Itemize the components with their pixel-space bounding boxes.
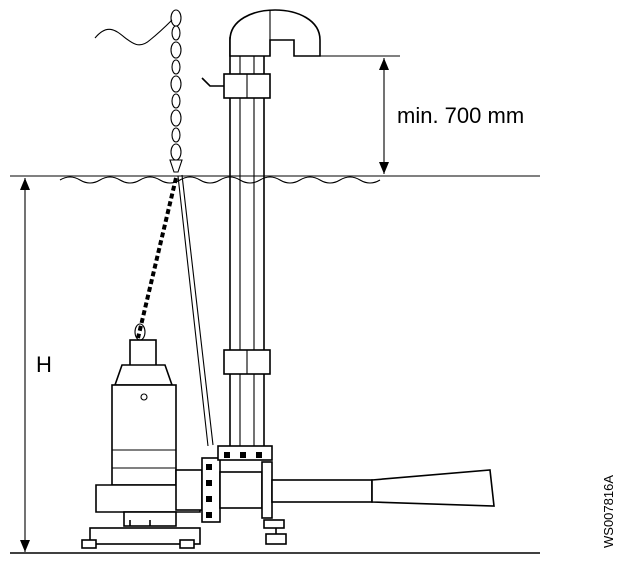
pipe-gooseneck bbox=[229, 9, 321, 57]
pipe-flange-assembly bbox=[201, 445, 287, 545]
mixer-nozzle bbox=[271, 469, 495, 507]
discharge-pipe bbox=[229, 37, 265, 449]
depth-dimension-arrow-icon bbox=[20, 178, 30, 552]
drawing-code: WS007816A bbox=[601, 475, 616, 548]
depth-label: H bbox=[36, 352, 52, 377]
upper-pipe-bracket bbox=[201, 73, 271, 99]
clearance-dimension-arrow-icon bbox=[379, 58, 389, 174]
lower-pipe-bracket bbox=[223, 349, 271, 375]
lifting-cable bbox=[94, 19, 173, 46]
submersible-pump bbox=[81, 339, 203, 549]
water-surface-icon bbox=[10, 175, 540, 184]
guide-wire bbox=[177, 174, 214, 447]
upper-chain-icon bbox=[169, 9, 183, 173]
min-clearance-label: min. 700 mm bbox=[397, 103, 524, 128]
lower-chain-icon bbox=[134, 177, 178, 341]
